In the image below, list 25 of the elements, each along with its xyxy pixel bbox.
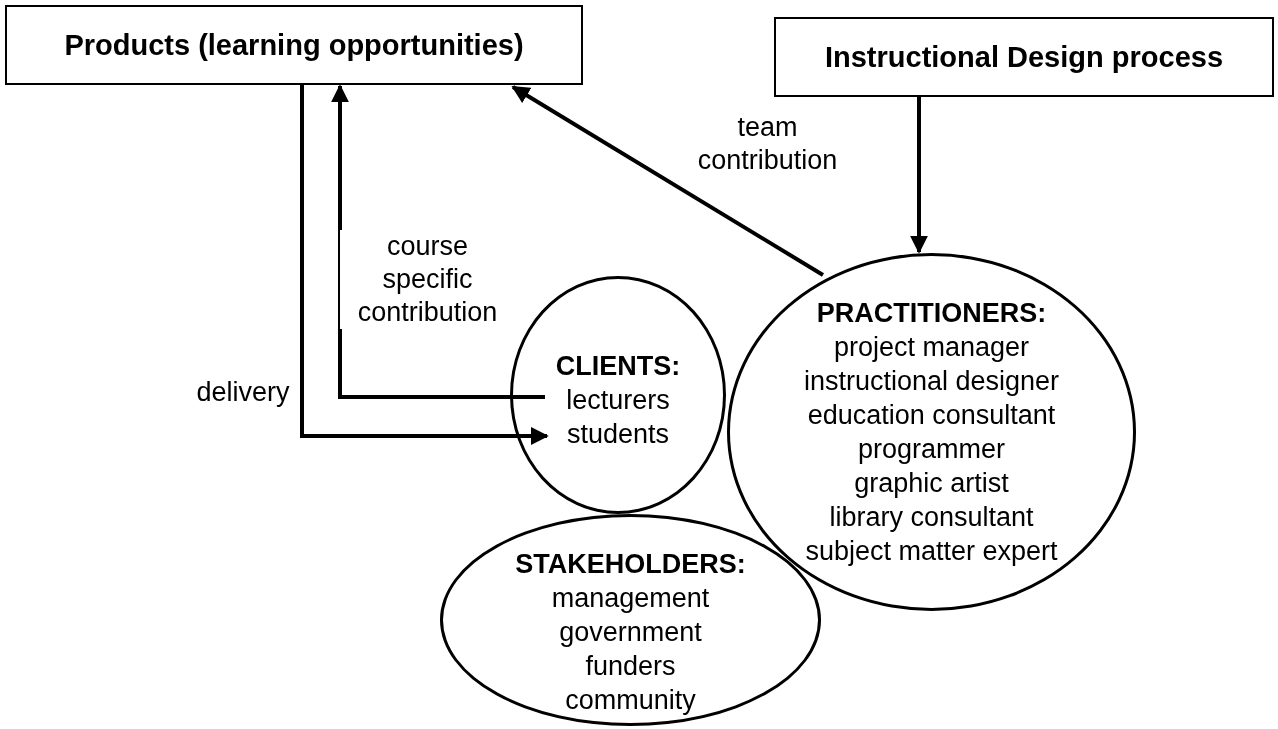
group-heading: STAKEHOLDERS: <box>515 548 746 581</box>
role-label: graphic artist <box>854 467 1009 500</box>
role-label: library consultant <box>829 501 1034 534</box>
arrow <box>300 85 549 445</box>
role-label: students <box>566 418 670 451</box>
role-label: subject matter expert <box>805 535 1058 568</box>
role-label: education consultant <box>807 399 1056 432</box>
group-ellipse <box>510 276 726 514</box>
group-heading: CLIENTS: <box>555 350 681 383</box>
process-box <box>774 17 1274 97</box>
box-title: Instructional Design process <box>824 40 1223 74</box>
role-label: instructional designer <box>803 365 1060 398</box>
role-label: funders <box>585 650 676 683</box>
box-title: Products (learning opportunities) <box>64 28 524 62</box>
role-label: community <box>565 684 696 717</box>
role-label: management <box>551 582 710 615</box>
role-label: lecturers <box>566 384 670 417</box>
role-label: project manager <box>833 331 1030 364</box>
role-label: government <box>559 616 702 649</box>
arrow <box>910 97 928 254</box>
arrow <box>511 85 825 277</box>
process-box <box>5 5 583 85</box>
role-label: programmer <box>857 433 1005 466</box>
group-heading: PRACTITIONERS: <box>816 297 1047 330</box>
arrow <box>331 84 545 399</box>
